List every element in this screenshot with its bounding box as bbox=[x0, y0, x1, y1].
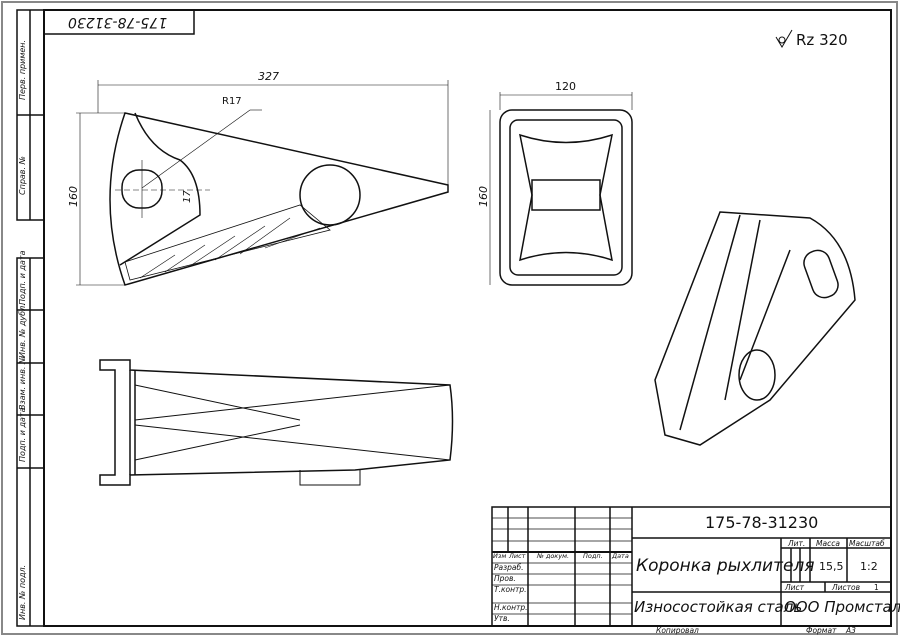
mass-label: Масса bbox=[816, 539, 840, 548]
dimension-width: 120 bbox=[555, 80, 576, 93]
side-view bbox=[76, 80, 449, 286]
col-header-podp: Подп. bbox=[583, 552, 603, 560]
col-header-doc: № докум. bbox=[537, 552, 570, 560]
stamp-designation: 175-78-31230 bbox=[68, 14, 168, 30]
scale-value: 1:2 bbox=[860, 560, 878, 573]
col-header-data: Дата bbox=[612, 552, 629, 560]
role-razrab: Разраб. bbox=[494, 563, 524, 572]
dimension-hole: 17 bbox=[182, 190, 193, 203]
title-name: Коронка рыхлителя bbox=[636, 556, 815, 576]
role-prov: Пров. bbox=[494, 574, 516, 583]
footer-format-label: Формат bbox=[806, 626, 837, 635]
sheets-value: 1 bbox=[874, 583, 879, 592]
isometric-view bbox=[654, 211, 856, 446]
col-header-list: Лист bbox=[509, 552, 526, 560]
strip-label-inv-podl: Инв. № подл. bbox=[18, 564, 27, 620]
strip-label-perv-primen: Перв. примен. bbox=[18, 39, 27, 100]
lit-label: Лит. bbox=[788, 539, 806, 548]
footer-format: А3 bbox=[846, 626, 856, 635]
roughness-symbol bbox=[775, 29, 793, 48]
strip-label-inv-dubl: Инв. № дубл. bbox=[18, 303, 27, 358]
title-company: ООО Промсталь bbox=[784, 598, 900, 616]
role-tkontr: Т.контр. bbox=[494, 585, 527, 594]
strip-label-vzam-inv: Взам. инв. № bbox=[18, 355, 27, 410]
dimension-length: 327 bbox=[258, 70, 279, 83]
side-strip bbox=[16, 9, 45, 627]
dimension-height-front: 160 bbox=[477, 186, 490, 207]
col-header-izm: Изм bbox=[493, 552, 507, 560]
dimension-radius: R17 bbox=[222, 96, 242, 107]
footer-copied: Копировал bbox=[656, 626, 699, 635]
title-designation: 175-78-31230 bbox=[705, 513, 819, 532]
role-utv: Утв. bbox=[494, 614, 510, 623]
scale-label: Масштаб bbox=[849, 539, 885, 548]
mass-value: 15,5 bbox=[819, 560, 844, 573]
strip-label-podp-data-1: Подп. и дата bbox=[18, 250, 27, 306]
top-view bbox=[99, 359, 454, 486]
dimension-height-side: 160 bbox=[67, 186, 80, 207]
strip-label-sprav: Справ. № bbox=[18, 156, 27, 195]
title-block-lines bbox=[491, 506, 892, 627]
roughness-value: Rz 320 bbox=[796, 31, 848, 49]
sheet-label: Лист bbox=[785, 583, 805, 592]
strip-label-podp-data-2: Подп. и дата bbox=[18, 407, 27, 463]
role-nkontr: Н.контр. bbox=[494, 603, 528, 612]
title-material: Износостойкая сталь bbox=[634, 598, 803, 616]
stamp-box bbox=[43, 9, 195, 35]
front-view bbox=[489, 92, 633, 286]
sheets-label: Листов bbox=[832, 583, 861, 592]
